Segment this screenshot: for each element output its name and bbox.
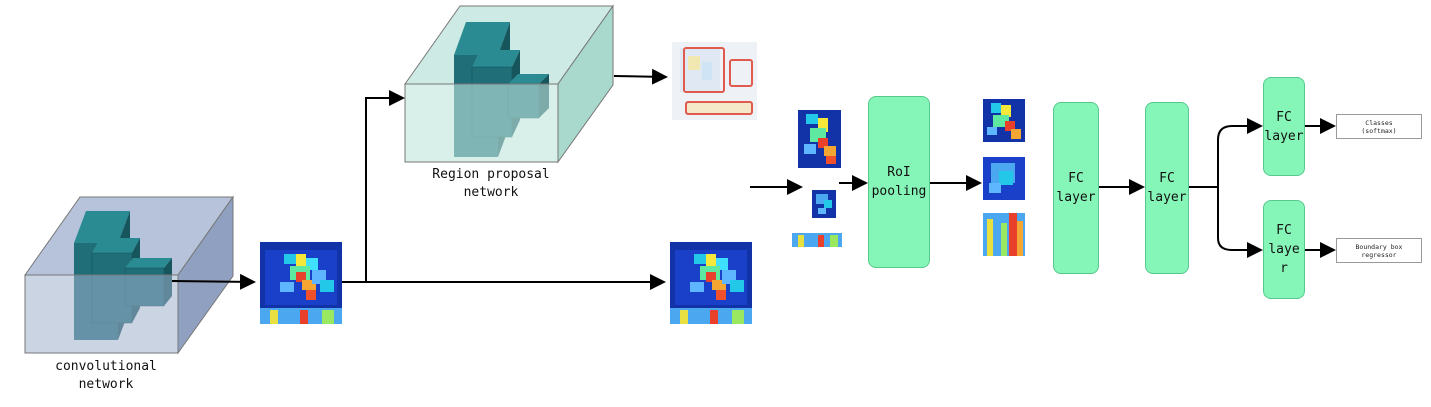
roi-pooling-box: RoI pooling [868,96,930,268]
fc-layer-1: FC layer [1053,102,1099,274]
connection-lines [171,68,1336,290]
regressor-output: Boundary box regressor [1336,238,1422,263]
feature-map-shared [670,242,752,324]
rpn-label: Region proposal network [432,167,550,200]
rpn-volume [404,4,614,164]
fc-layer-regressor: FC laye r [1263,200,1305,299]
fc-layer-2: FC layer [1145,102,1189,274]
classes-output: Classes (softmax) [1336,114,1422,139]
region-proposals-image [672,42,757,120]
conv-network-label: convolutional network [55,359,157,392]
roi-features-after [983,99,1025,256]
feature-map-conv [260,242,342,324]
roi-features-before [792,110,842,247]
fc-layer-classes: FC layer [1263,77,1305,176]
conv-network-volume [24,195,234,355]
